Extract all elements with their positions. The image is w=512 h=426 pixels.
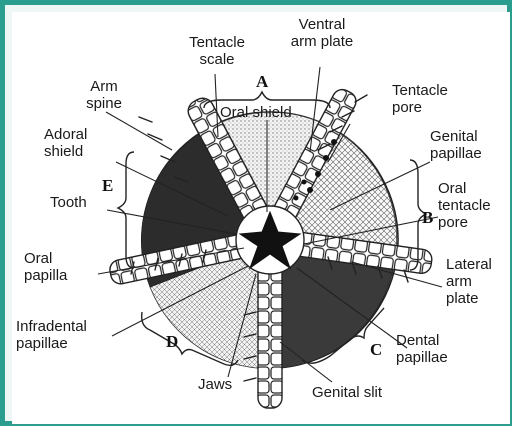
label-adoral-shield: Adoral shield [44,126,134,160]
label-jaws: Jaws [198,376,258,393]
label-oral-shield: Oral shield [220,104,330,121]
label-genital-slit: Genital slit [312,384,432,401]
section-label-e: E [102,176,113,196]
label-tooth: Tooth [50,194,120,211]
section-label-c: C [370,340,382,360]
label-ventral-arm-plate: Ventral arm plate [270,16,374,50]
label-oral-papilla: Oral papilla [24,250,104,284]
label-infradental-papillae: Infradental papillae [16,318,126,352]
label-genital-papillae: Genital papillae [430,128,510,162]
section-label-a: A [256,72,268,92]
label-tentacle-pore: Tentacle pore [392,82,502,116]
label-tentacle-scale: Tentacle scale [172,34,262,68]
section-label-d: D [166,332,178,352]
label-dental-papillae: Dental papillae [396,332,486,366]
mouth [236,206,304,274]
section-label-b: B [422,208,433,228]
figure-panel: Tentacle scale Ventral arm plate Arm spi… [12,12,510,424]
label-lateral-arm-plate: Lateral arm plate [446,256,510,307]
label-oral-tentacle-pore: Oral tentacle pore [438,180,510,231]
label-arm-spine: Arm spine [64,78,144,112]
